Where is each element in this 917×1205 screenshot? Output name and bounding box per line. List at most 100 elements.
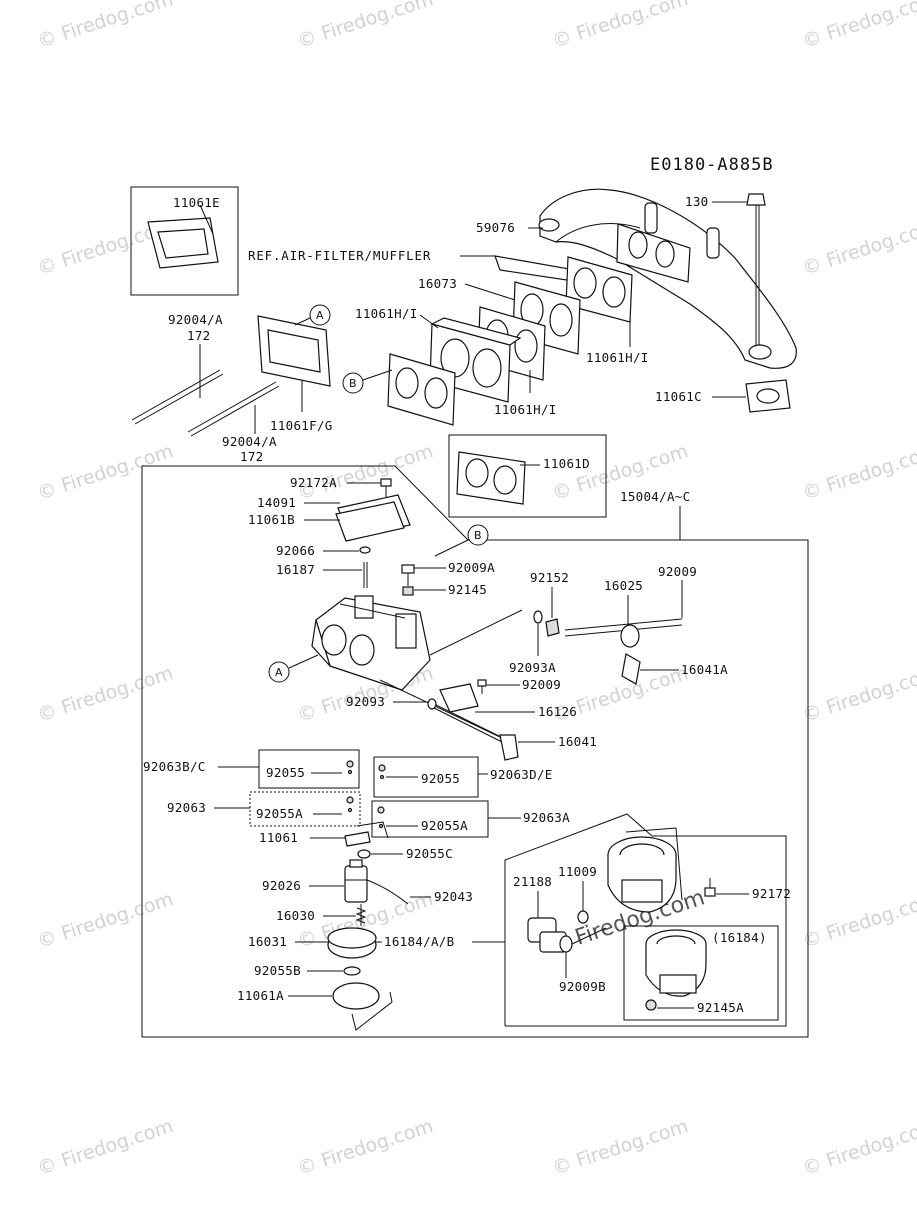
inset-box-11061e bbox=[130, 186, 239, 296]
jet-icon bbox=[378, 764, 386, 772]
label-15004: 15004/A~C bbox=[620, 489, 690, 504]
gasket-11061fg bbox=[257, 315, 331, 387]
label-59076: 59076 bbox=[476, 220, 515, 235]
jet-icon bbox=[346, 760, 354, 768]
reference-circle-a-lower bbox=[268, 661, 290, 683]
circle-a-lower-label: A bbox=[275, 666, 283, 679]
oring-92055b bbox=[343, 966, 361, 976]
carburetor-assembly-box bbox=[141, 465, 809, 1038]
jet-icon bbox=[346, 796, 354, 804]
float-bowl-variant bbox=[645, 929, 707, 997]
label-11061c: 11061C bbox=[655, 389, 702, 404]
jet-icon bbox=[379, 774, 385, 780]
watermark: © Firedog.com bbox=[550, 0, 691, 53]
washer-11009 bbox=[577, 910, 589, 924]
label-16184: 16184/A/B bbox=[384, 934, 454, 949]
label-16126: 16126 bbox=[538, 704, 577, 719]
label-92055c: 92055C bbox=[406, 846, 453, 861]
label-92009a: 92009A bbox=[448, 560, 495, 575]
inset-box-16184 bbox=[623, 925, 779, 1021]
watermark: © Firedog.com bbox=[35, 888, 176, 953]
label-21188: 21188 bbox=[513, 874, 552, 889]
carburetor-body bbox=[311, 595, 431, 691]
label-92093: 92093 bbox=[346, 694, 385, 709]
watermark: © Firedog.com bbox=[550, 1115, 691, 1180]
solenoid-21188 bbox=[527, 917, 567, 953]
spring-16030 bbox=[355, 904, 367, 926]
jet-icon bbox=[347, 807, 353, 813]
label-92152: 92152 bbox=[530, 570, 569, 585]
watermark: © Firedog.com bbox=[295, 0, 436, 53]
reference-circle-b-lower bbox=[467, 524, 489, 546]
label-11061fg: 11061F/G bbox=[270, 418, 333, 433]
washer-92093a bbox=[533, 610, 543, 624]
watermark: © Firedog.com bbox=[35, 0, 176, 53]
ref-air-filter-muffler: REF.AIR-FILTER/MUFFLER bbox=[248, 248, 431, 263]
label-172-top: 172 bbox=[187, 328, 210, 343]
label-11061b: 11061B bbox=[248, 512, 295, 527]
label-92063de: 92063D/E bbox=[490, 767, 553, 782]
watermark: © Firedog.com bbox=[800, 440, 917, 505]
label-92063: 92063 bbox=[167, 800, 206, 815]
gasket-front-b bbox=[387, 353, 456, 426]
watermark: © Firedog.com bbox=[35, 1115, 176, 1180]
screw-92009b bbox=[559, 927, 607, 953]
jet-icon bbox=[378, 823, 384, 829]
label-11061: 11061 bbox=[259, 830, 298, 845]
label-16184-paren: (16184) bbox=[712, 930, 767, 945]
label-92009-mid: 92009 bbox=[522, 677, 561, 692]
float-16031 bbox=[327, 927, 377, 959]
float-bowl-16184 bbox=[607, 836, 677, 913]
screw-92172 bbox=[704, 878, 716, 897]
label-16031: 16031 bbox=[248, 934, 287, 949]
circle-b-lower-label: B bbox=[474, 529, 482, 542]
label-92066: 92066 bbox=[276, 543, 315, 558]
label-16187: 16187 bbox=[276, 562, 315, 577]
choke-shaft bbox=[564, 618, 683, 685]
gasket-11061b bbox=[335, 501, 405, 542]
label-172-bottom: 172 bbox=[240, 449, 263, 464]
circle-a-top-label: A bbox=[316, 309, 324, 322]
label-92055a-b: 92055A bbox=[421, 818, 468, 833]
label-92063bc: 92063B/C bbox=[143, 759, 206, 774]
label-16073: 16073 bbox=[418, 276, 457, 291]
label-11061d: 11061D bbox=[543, 456, 590, 471]
diagram-code: E0180-A885B bbox=[650, 155, 774, 175]
label-11061hi-c: 11061H/I bbox=[586, 350, 649, 365]
stud-92004a-upper bbox=[131, 369, 224, 425]
label-92004a-top: 92004/A bbox=[168, 312, 223, 327]
label-92063a: 92063A bbox=[523, 810, 570, 825]
watermark: © Firedog.com bbox=[800, 662, 917, 727]
label-92055-b: 92055 bbox=[421, 771, 460, 786]
label-92055b: 92055B bbox=[254, 963, 301, 978]
watermark: © Firedog.com bbox=[295, 440, 436, 505]
label-92026: 92026 bbox=[262, 878, 301, 893]
float-bowl-subassembly-box bbox=[504, 813, 787, 1027]
watermark: © Firedog.com bbox=[35, 662, 176, 727]
gasket-11061d bbox=[456, 451, 526, 505]
label-16025: 16025 bbox=[604, 578, 643, 593]
washer-92093 bbox=[427, 698, 437, 710]
part-92145a bbox=[645, 999, 657, 1011]
gasket-11061e bbox=[147, 204, 219, 269]
throttle-shaft bbox=[379, 679, 519, 761]
box-92063de bbox=[373, 756, 479, 798]
circle-b-label: B bbox=[349, 377, 357, 390]
jet-icon bbox=[377, 806, 385, 814]
watermark: © Firedog.com bbox=[800, 888, 917, 953]
gasket-11061 bbox=[344, 831, 371, 847]
label-11061hi-b: 11061H/I bbox=[494, 402, 557, 417]
label-92009b: 92009B bbox=[559, 979, 606, 994]
label-92055-a: 92055 bbox=[266, 765, 305, 780]
throttle-shaft-guide bbox=[429, 609, 523, 656]
label-92009-right: 92009 bbox=[658, 564, 697, 579]
part-92066 bbox=[359, 546, 371, 554]
label-11009: 11009 bbox=[558, 864, 597, 879]
label-16041a: 16041A bbox=[681, 662, 728, 677]
label-16030: 16030 bbox=[276, 908, 315, 923]
reference-circle-a-top bbox=[309, 304, 331, 326]
label-92055a-a: 92055A bbox=[256, 806, 303, 821]
label-14091: 14091 bbox=[257, 495, 296, 510]
watermark: © Firedog.com bbox=[800, 0, 917, 53]
